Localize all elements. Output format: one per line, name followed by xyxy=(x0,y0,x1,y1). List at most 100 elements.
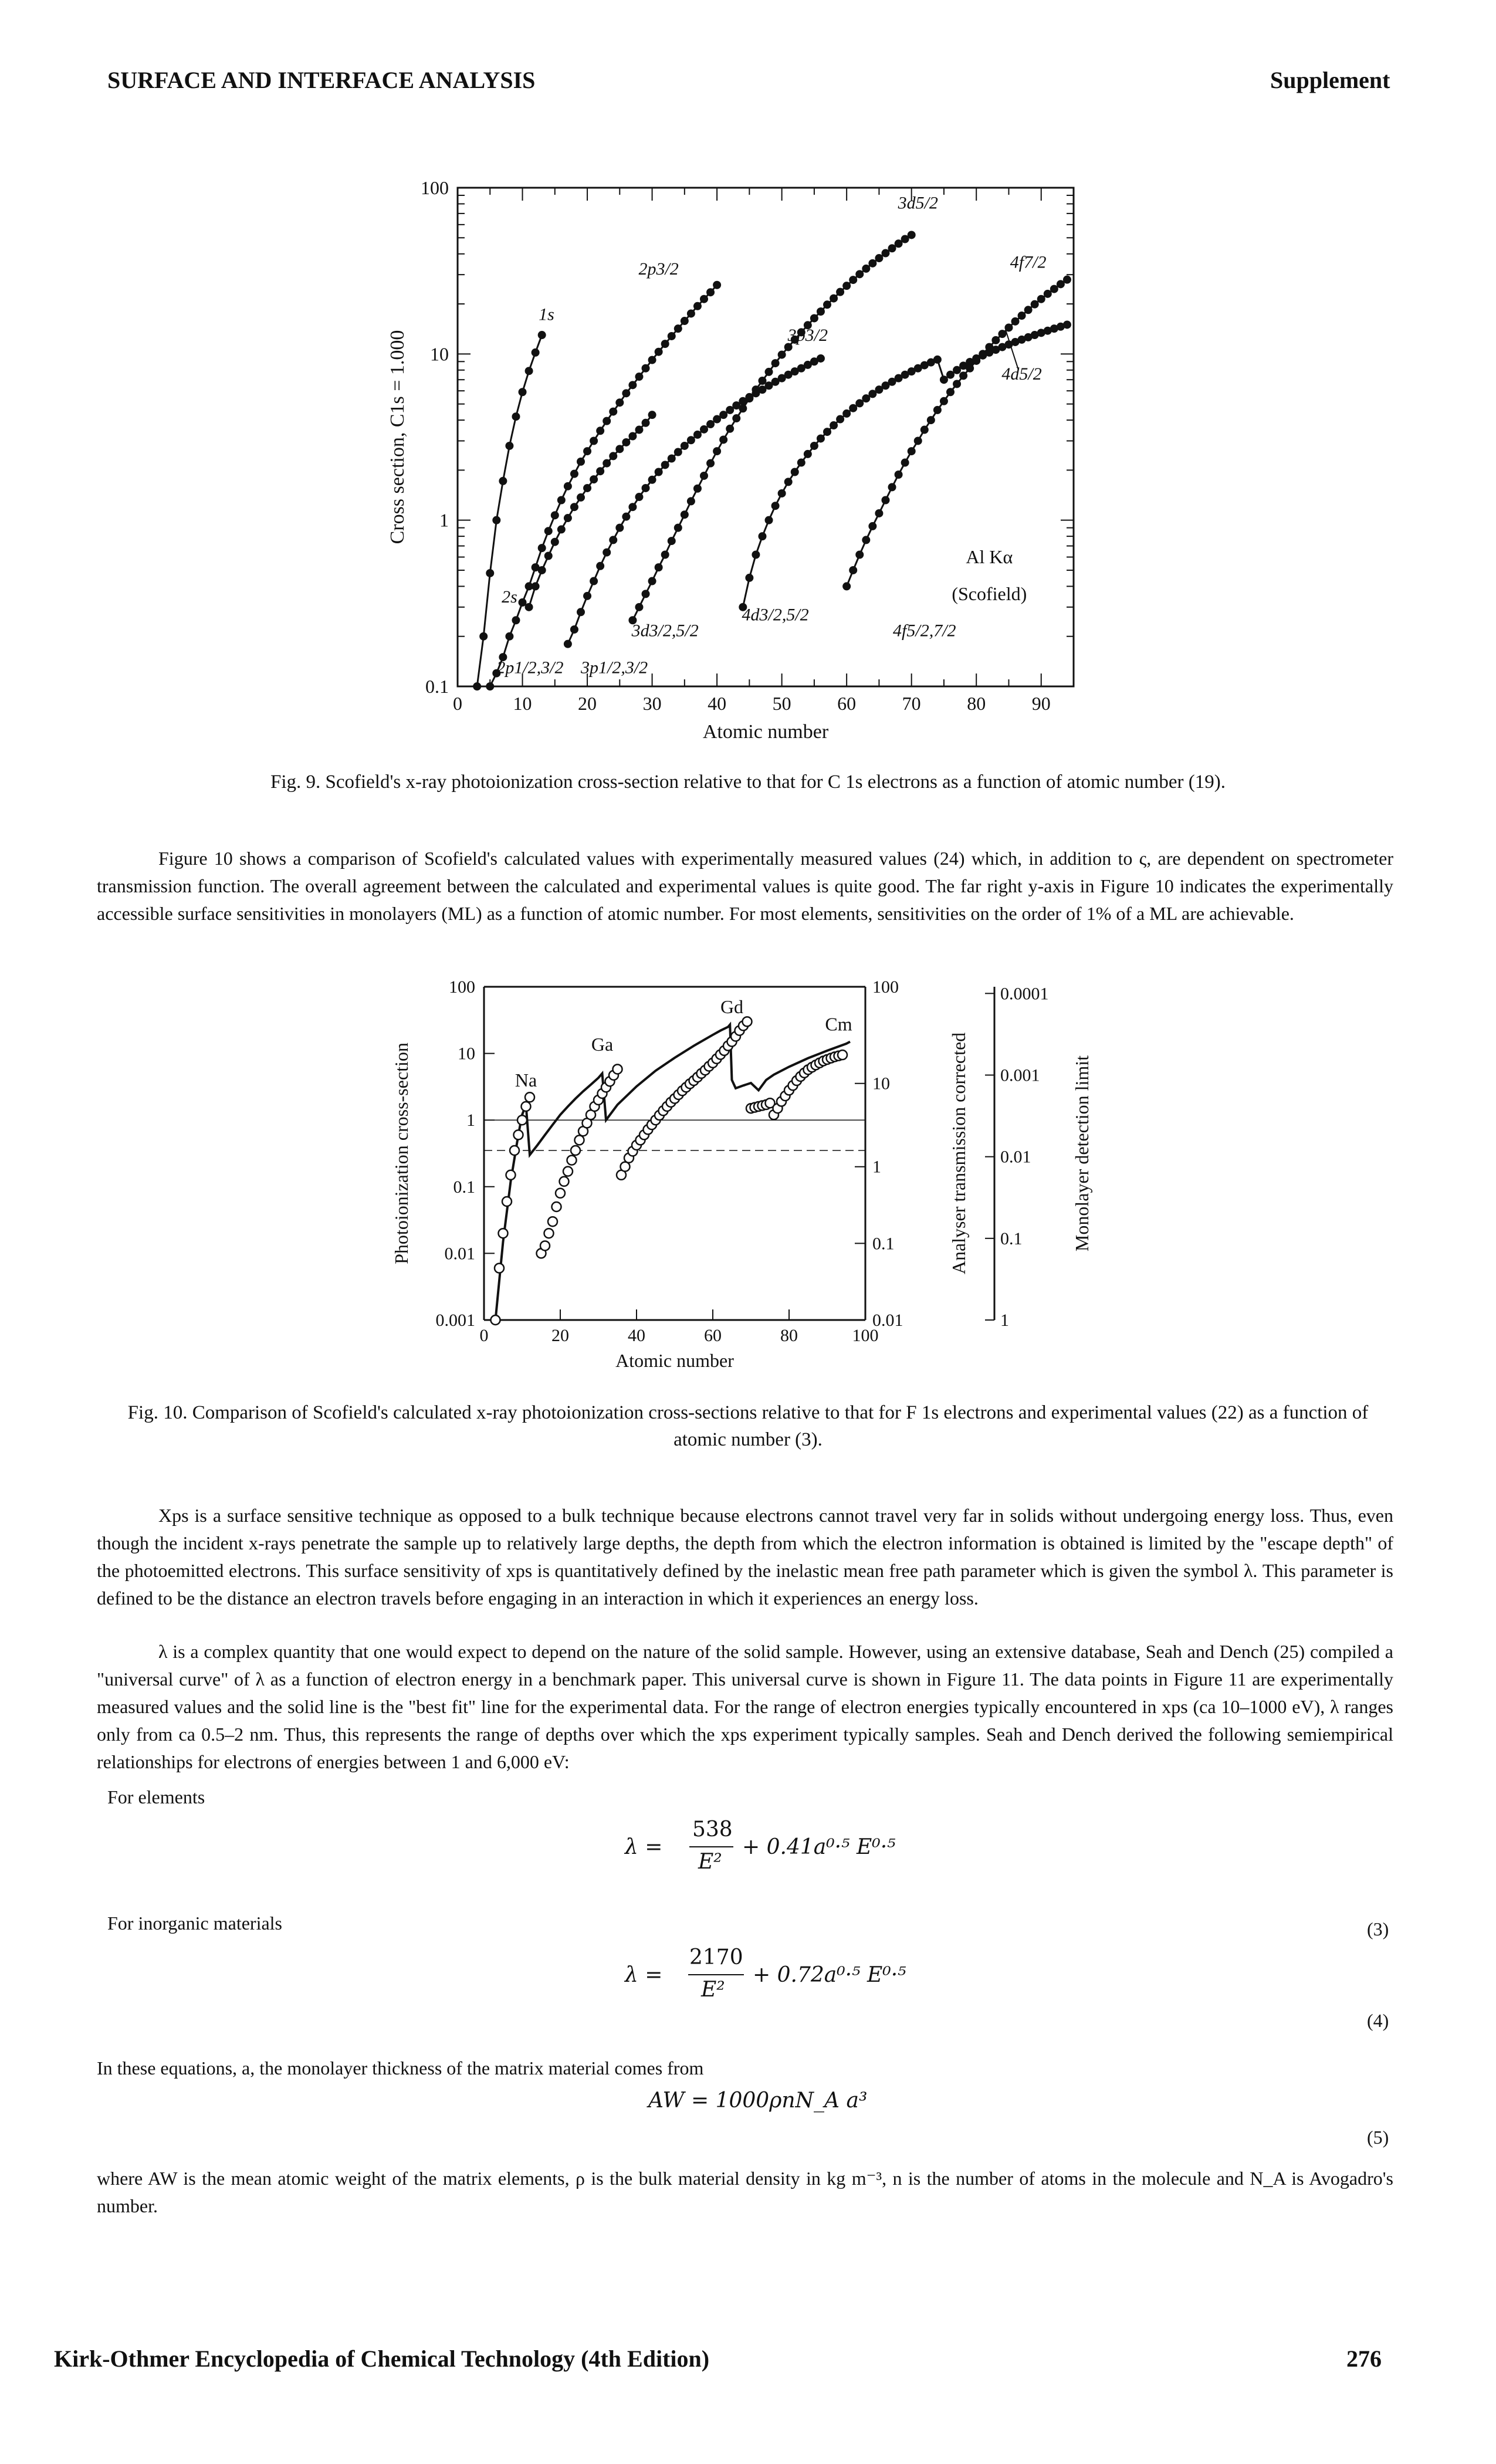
fig10-experimental-point xyxy=(837,1049,848,1061)
fig10-right-ylabel-1: Analyser transmission corrected xyxy=(948,1033,969,1274)
fig9-point xyxy=(654,347,663,356)
fig9-point xyxy=(603,417,611,425)
fig9-point xyxy=(901,235,909,243)
fig9-point xyxy=(803,449,812,458)
fig9-point xyxy=(524,367,533,375)
fig10-element-label: Gd xyxy=(720,996,743,1017)
fig9-point xyxy=(907,231,916,239)
fig9-point xyxy=(745,394,754,403)
fig9-point xyxy=(577,493,585,502)
fig9-point xyxy=(1017,335,1026,344)
paragraph-4: where AW is the mean atomic weight of th… xyxy=(97,2168,1393,2216)
fig9-point xyxy=(933,355,942,364)
fig9-point xyxy=(609,407,618,416)
fig9-point xyxy=(596,561,605,570)
fig10-experimental-point xyxy=(490,1314,501,1326)
fig9-point xyxy=(1056,280,1065,289)
fig9-point xyxy=(641,483,650,492)
fig9-point xyxy=(537,544,546,553)
fig10-experimental-point xyxy=(509,1145,520,1156)
paragraph-3: λ is a complex quantity that one would e… xyxy=(97,1641,1393,1772)
for-inorganic-label: For inorganic materials xyxy=(107,1913,282,1934)
footer-title: Kirk-Othmer Encyclopedia of Chemical Tec… xyxy=(54,2345,710,2372)
fig9-point xyxy=(803,360,812,369)
fig9-label-arrow xyxy=(1004,329,1020,371)
running-header-left: SURFACE AND INTERFACE ANALYSIS xyxy=(107,67,536,93)
fig9-point xyxy=(764,516,773,524)
fig9-xtick-label: 50 xyxy=(773,693,791,714)
fig9-xtick-label: 0 xyxy=(453,693,462,714)
fig9-point xyxy=(764,367,773,376)
fig9-point xyxy=(810,441,818,450)
fig9-point xyxy=(1043,289,1052,298)
fig9-point xyxy=(784,478,793,486)
fig9-point xyxy=(991,336,1000,344)
fig9-point xyxy=(577,608,585,617)
fig9-point xyxy=(939,397,948,405)
fig9-point xyxy=(836,287,845,296)
fig9-point xyxy=(667,537,676,546)
fig9-point xyxy=(862,536,871,544)
fig9-point xyxy=(784,343,793,351)
fig9-point xyxy=(842,582,851,591)
fig9-point xyxy=(803,321,812,330)
fig9-point xyxy=(686,309,695,318)
fig9-point xyxy=(913,436,922,445)
fig10-experimental-point xyxy=(574,1135,585,1146)
fig9-point xyxy=(603,459,611,468)
paragraph-1: Figure 10 shows a comparison of Scofield… xyxy=(97,848,1393,924)
fig9-point xyxy=(901,370,909,379)
eq4-lhs: λ = xyxy=(625,1963,663,1987)
eq3-number: (3) xyxy=(1367,1918,1389,1940)
fig9-point xyxy=(628,381,637,390)
fig9-xtick-label: 90 xyxy=(1032,693,1051,714)
fig9-point xyxy=(499,653,507,662)
fig10-experimental-point xyxy=(566,1155,577,1166)
fig9-point xyxy=(609,452,618,461)
fig9-point xyxy=(713,280,722,289)
fig9-point xyxy=(544,551,553,560)
fig9-point xyxy=(570,503,578,512)
fig10-ytick-label: 100 xyxy=(449,977,475,997)
fig9-point xyxy=(745,573,754,582)
fig9-point xyxy=(680,317,689,326)
page-number: 276 xyxy=(1346,2345,1382,2372)
fig9-point xyxy=(648,411,656,419)
fig9-point xyxy=(693,302,702,310)
fig9-point xyxy=(1011,337,1020,346)
fig9-point xyxy=(771,502,780,510)
fig9-point xyxy=(628,432,637,441)
fig9-point xyxy=(686,497,695,506)
fig9-point xyxy=(913,364,922,373)
fig9-point xyxy=(758,376,767,385)
fig9-point xyxy=(700,425,708,434)
fig9-ytick-label: 1 xyxy=(439,510,449,531)
fig9-point xyxy=(998,330,1007,339)
fig9-point xyxy=(790,335,799,344)
fig9-point xyxy=(894,239,903,248)
fig9-point xyxy=(868,259,877,268)
eq3-numerator: 538 xyxy=(692,1817,733,1842)
fig9-point xyxy=(959,371,968,380)
fig9-point xyxy=(816,354,825,363)
eq4-denominator: E² xyxy=(701,1978,725,2002)
eq4-number: (4) xyxy=(1367,2010,1389,2031)
fig9-point xyxy=(784,370,793,379)
fig10-xtick-label: 20 xyxy=(551,1326,569,1345)
fig9-point xyxy=(590,475,598,484)
fig9-point xyxy=(849,276,858,285)
fig9-point xyxy=(635,603,644,611)
figure-9-caption: Fig. 9. Scofield's x-ray photoionization… xyxy=(270,771,1226,793)
fig9-annotation-line2: (Scofield) xyxy=(952,583,1027,604)
fig9-point xyxy=(758,532,767,541)
fig9-point xyxy=(875,385,884,394)
fig9-point xyxy=(622,389,631,398)
fig9-point xyxy=(622,438,631,446)
fig9-point xyxy=(680,441,689,450)
fig10-calculated-line xyxy=(494,1021,851,1321)
fig10-ytick-label: 0.1 xyxy=(453,1177,476,1197)
fig9-point xyxy=(939,375,948,384)
fig9-point xyxy=(894,374,903,383)
fig9-point xyxy=(849,404,858,412)
fig9-point xyxy=(933,405,942,414)
